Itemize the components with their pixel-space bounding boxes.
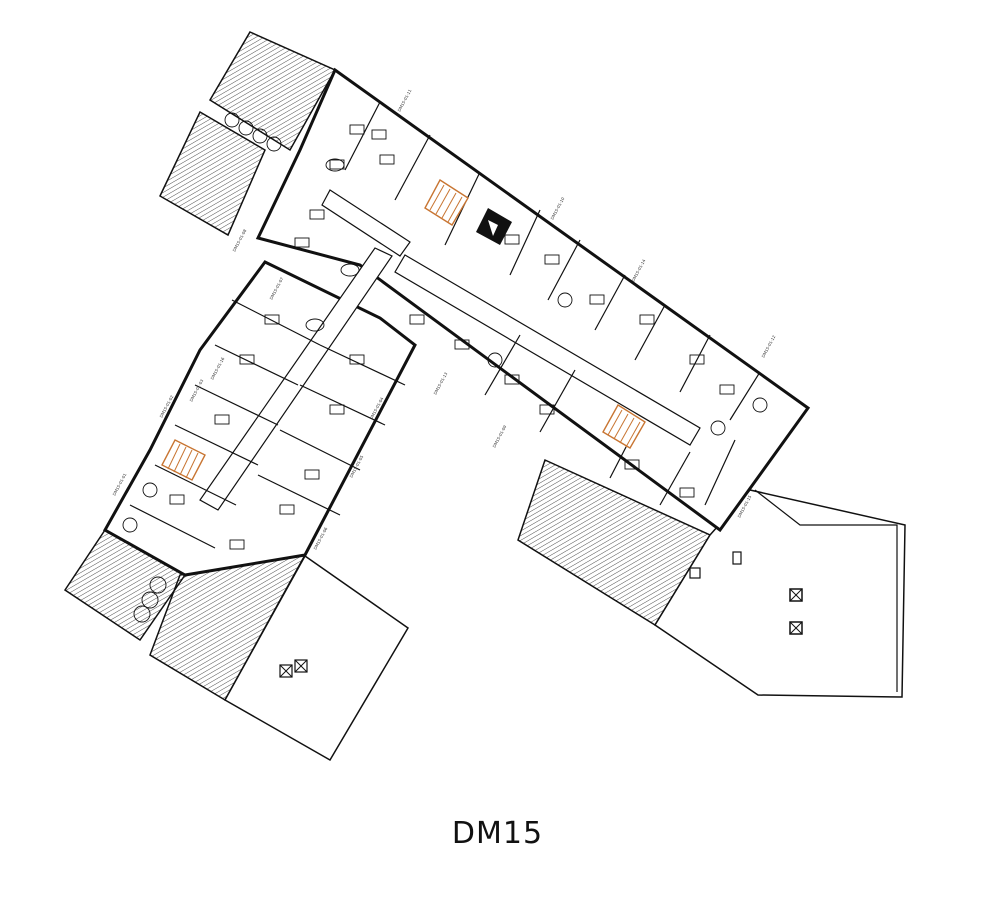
roof-east [653,489,906,698]
floor-plan: DM15-01-11 DM15-01-10 DM15-01-14 DM15-01… [63,31,906,762]
building-caption: DM15 [451,816,544,851]
corridor-north [394,254,701,446]
terrace-north [208,31,337,152]
room-label: DM15-01-10 [549,196,565,221]
terrace-northwest [159,110,266,237]
roof-vent-south [279,659,308,678]
stair-east [602,404,646,449]
room-label: DM15-01-14 [630,258,646,283]
room-label: DM15-01-11 [396,88,412,113]
planters-north [224,112,282,152]
lift-core [476,208,512,245]
stair-north [424,179,469,226]
corridor-link [321,189,411,257]
planters-southwest [133,576,167,623]
furniture [122,124,768,550]
roof-south [223,554,409,762]
roof-vent-east [689,551,803,635]
room-label: DM15-01-13 [432,371,448,396]
partitions-southwest [129,299,406,549]
partitions-north [344,101,761,506]
stair-southwest [161,439,206,481]
room-label: DM15-01-09 [491,424,507,449]
roof-east-edge [754,489,898,692]
room-label: DM15-01-08 [231,228,247,253]
room-label: DM15-01-12 [760,334,776,359]
